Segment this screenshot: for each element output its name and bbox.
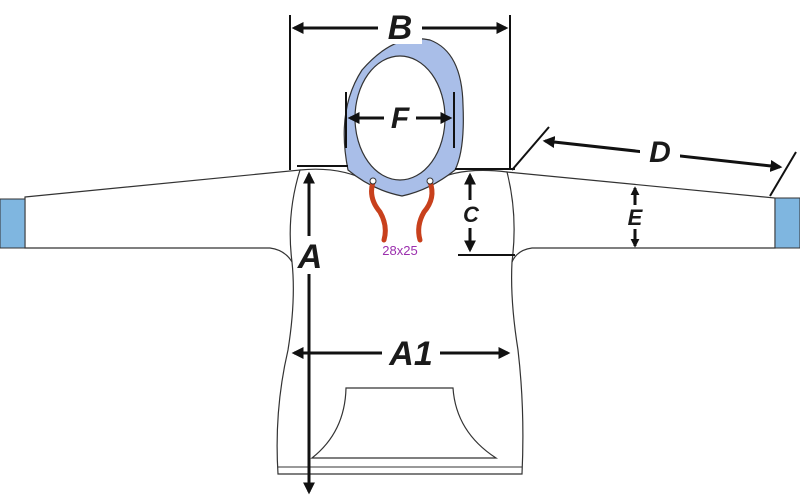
right-grommet [426,177,434,185]
label-b: B [388,9,413,47]
right-drawstring [416,179,435,243]
left-sleeve [24,169,301,264]
drawstrings [369,177,435,243]
label-c: C [463,202,480,227]
label-e: E [628,205,644,230]
label-d: D [649,136,671,169]
left-grommet [369,177,377,185]
left-cuff [0,198,26,249]
label-f: F [391,102,410,135]
right-cuff [774,197,800,249]
label-a: A [297,238,323,276]
measurement-labels: B F A A1 C D E 28x25 [295,4,680,373]
guide-lines [289,15,797,256]
kangaroo-pocket [310,387,499,459]
left-drawstring [369,179,388,243]
hoodie-outline [0,168,800,475]
size-note: 28x25 [382,243,417,258]
label-a1: A1 [388,335,432,373]
